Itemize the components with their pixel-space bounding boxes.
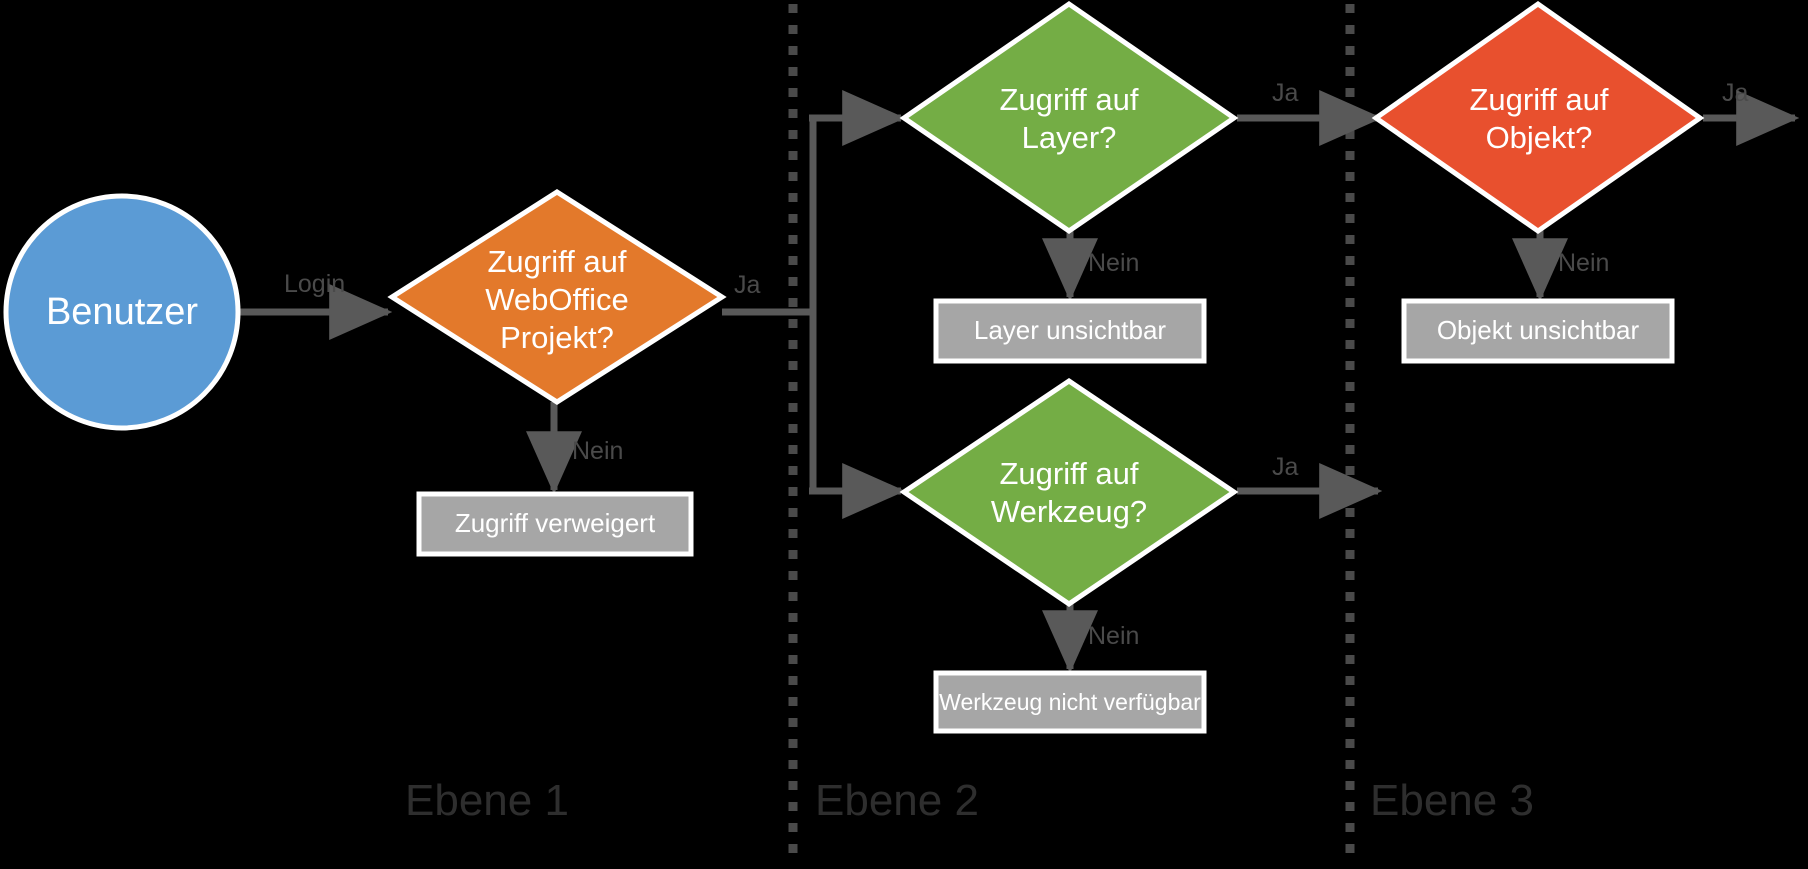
edge-label-layer-no: Nein	[1088, 249, 1140, 277]
edge-label-login: Login	[284, 270, 346, 298]
edge-label-layer-yes: Ja	[1272, 79, 1299, 107]
node-decision-project-shape[interactable]	[387, 189, 727, 405]
node-decision-object-shape[interactable]	[1371, 0, 1705, 235]
edge-label-project-yes: Ja	[734, 271, 761, 299]
edge-label-tool-yes: Ja	[1272, 453, 1299, 481]
lane-label-3: Ebene 3	[1370, 776, 1534, 825]
lane-label-2: Ebene 2	[815, 776, 979, 825]
edge-label-tool-no: Nein	[1088, 622, 1140, 650]
node-result-denied-shape[interactable]	[416, 491, 694, 557]
edge-label-object-no: Nein	[1558, 249, 1610, 277]
node-result-tool-unavailable-shape[interactable]	[933, 670, 1207, 734]
edge-label-project-no: Nein	[572, 437, 624, 465]
node-decision-tool-shape[interactable]	[899, 377, 1239, 608]
node-start-shape[interactable]	[3, 193, 241, 431]
edge-label-object-yes: Ja	[1722, 79, 1749, 107]
node-result-layer-hidden-shape[interactable]	[933, 298, 1207, 364]
node-decision-layer-shape[interactable]	[899, 0, 1239, 235]
node-result-object-hidden-shape[interactable]	[1401, 298, 1675, 364]
lane-label-1: Ebene 1	[405, 776, 569, 825]
